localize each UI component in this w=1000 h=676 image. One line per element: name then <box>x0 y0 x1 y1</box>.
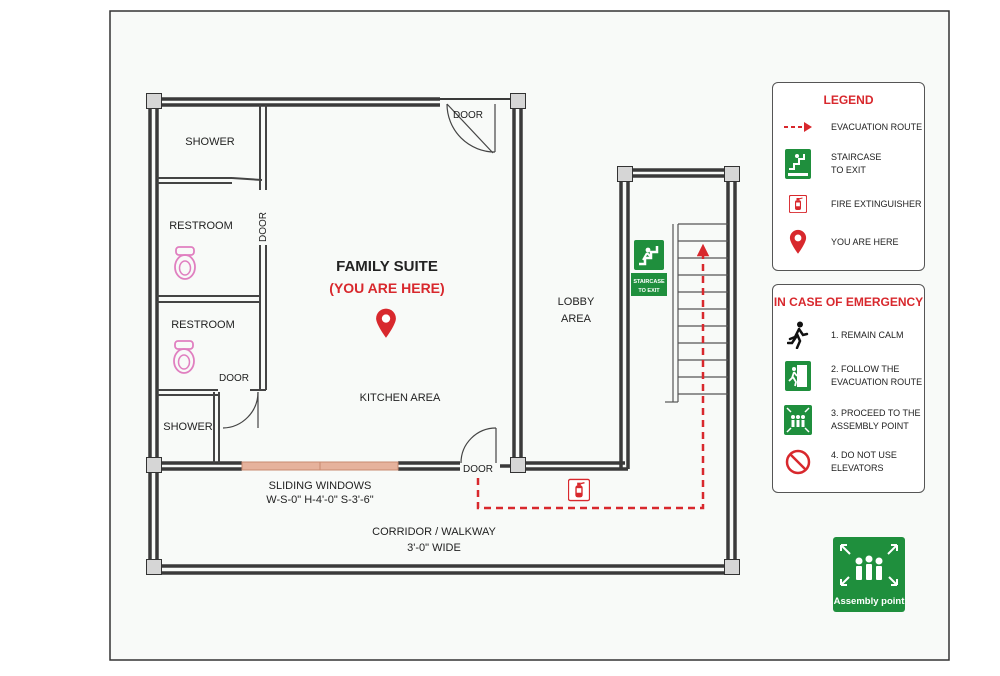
location-pin-icon <box>783 225 813 259</box>
emergency-step: 2. FOLLOW THE EVACUATION ROUTE <box>773 359 924 393</box>
evacuation-route-path <box>476 243 710 510</box>
room-label-restroom-1: RESTROOM <box>169 220 233 232</box>
walls <box>148 97 737 575</box>
legend-item-label: STAIRCASE TO EXIT <box>831 152 882 175</box>
emergency-step: 4. DO NOT USE ELEVATORS <box>773 445 924 479</box>
sliding-windows <box>241 461 399 471</box>
legend-item: FIRE EXTINGUISHER <box>773 187 924 221</box>
legend-item-label: EVACUATION ROUTE <box>831 121 923 132</box>
staircase-exit-icon <box>783 147 813 181</box>
door-label-bottom: DOOR <box>463 464 493 475</box>
evacuation-route-arrow-icon <box>783 110 813 144</box>
assembly-point-label: Assembly point <box>833 596 905 607</box>
legend-item-label: YOU ARE HERE <box>831 236 899 247</box>
assembly-point-icon <box>840 544 898 586</box>
staircase-sign-line2: TO EXIT <box>638 288 660 294</box>
exit-door-icon <box>783 359 813 393</box>
no-elevator-icon <box>783 445 813 479</box>
sliding-windows-label: SLIDING WINDOWS <box>269 480 372 492</box>
legend-item: YOU ARE HERE <box>773 225 924 259</box>
legend-title: LEGEND <box>823 93 874 107</box>
emergency-step: 1. REMAIN CALM <box>773 318 924 352</box>
staircase-exit-icon <box>633 240 665 270</box>
emergency-step-label: 1. REMAIN CALM <box>831 329 904 340</box>
corridor-label-line2: 3'-0" WIDE <box>407 542 461 554</box>
fire-extinguisher-icon <box>783 187 813 221</box>
staircase-sign-plate <box>631 273 667 296</box>
door-swings <box>222 103 497 464</box>
assembly-point-icon <box>783 403 813 437</box>
lobby-label-line2: AREA <box>561 313 592 325</box>
running-person-icon <box>783 318 813 352</box>
emergency-step: 3. PROCEED TO THE ASSEMBLY POINT <box>773 403 924 437</box>
emergency-step-label: 4. DO NOT USE ELEVATORS <box>831 450 897 473</box>
emergency-step-label: 3. PROCEED TO THE ASSEMBLY POINT <box>831 408 921 431</box>
kitchen-area-label: KITCHEN AREA <box>360 392 441 404</box>
door-label-restroom: DOOR <box>219 373 249 384</box>
lobby-label-line1: LOBBY <box>558 296 595 308</box>
door-label-vertical: DOOR <box>258 212 269 242</box>
you-are-here-label: (YOU ARE HERE) <box>329 280 444 296</box>
legend-item: EVACUATION ROUTE <box>773 110 924 144</box>
family-suite-title: FAMILY SUITE <box>336 258 438 275</box>
room-label-shower-bottom: SHOWER <box>163 421 213 433</box>
emergency-step-label: 2. FOLLOW THE EVACUATION ROUTE <box>831 364 923 387</box>
door-label-top: DOOR <box>453 110 483 121</box>
corridor-label-line1: CORRIDOR / WALKWAY <box>372 526 496 538</box>
staircase-sign-line1: STAIRCASE <box>633 279 665 285</box>
emergency-title: IN CASE OF EMERGENCY <box>773 295 924 309</box>
legend-panel: LEGEND EVACUATION ROUTE STAIRCASE TO EXI… <box>772 82 925 271</box>
legend-item-label: FIRE EXTINGUISHER <box>831 198 922 209</box>
room-label-shower-top: SHOWER <box>185 136 235 148</box>
legend-item: STAIRCASE TO EXIT <box>773 147 924 181</box>
room-label-restroom-2: RESTROOM <box>171 319 235 331</box>
fire-extinguisher-icon <box>568 478 590 502</box>
emergency-panel: IN CASE OF EMERGENCY 1. REMAIN CALM 2. F… <box>772 284 925 493</box>
assembly-point-sign: Assembly point <box>833 537 905 612</box>
window-spec-label: W-S-0" H-4'-0" S-3'-6" <box>266 494 373 506</box>
interior-walls <box>157 105 267 463</box>
